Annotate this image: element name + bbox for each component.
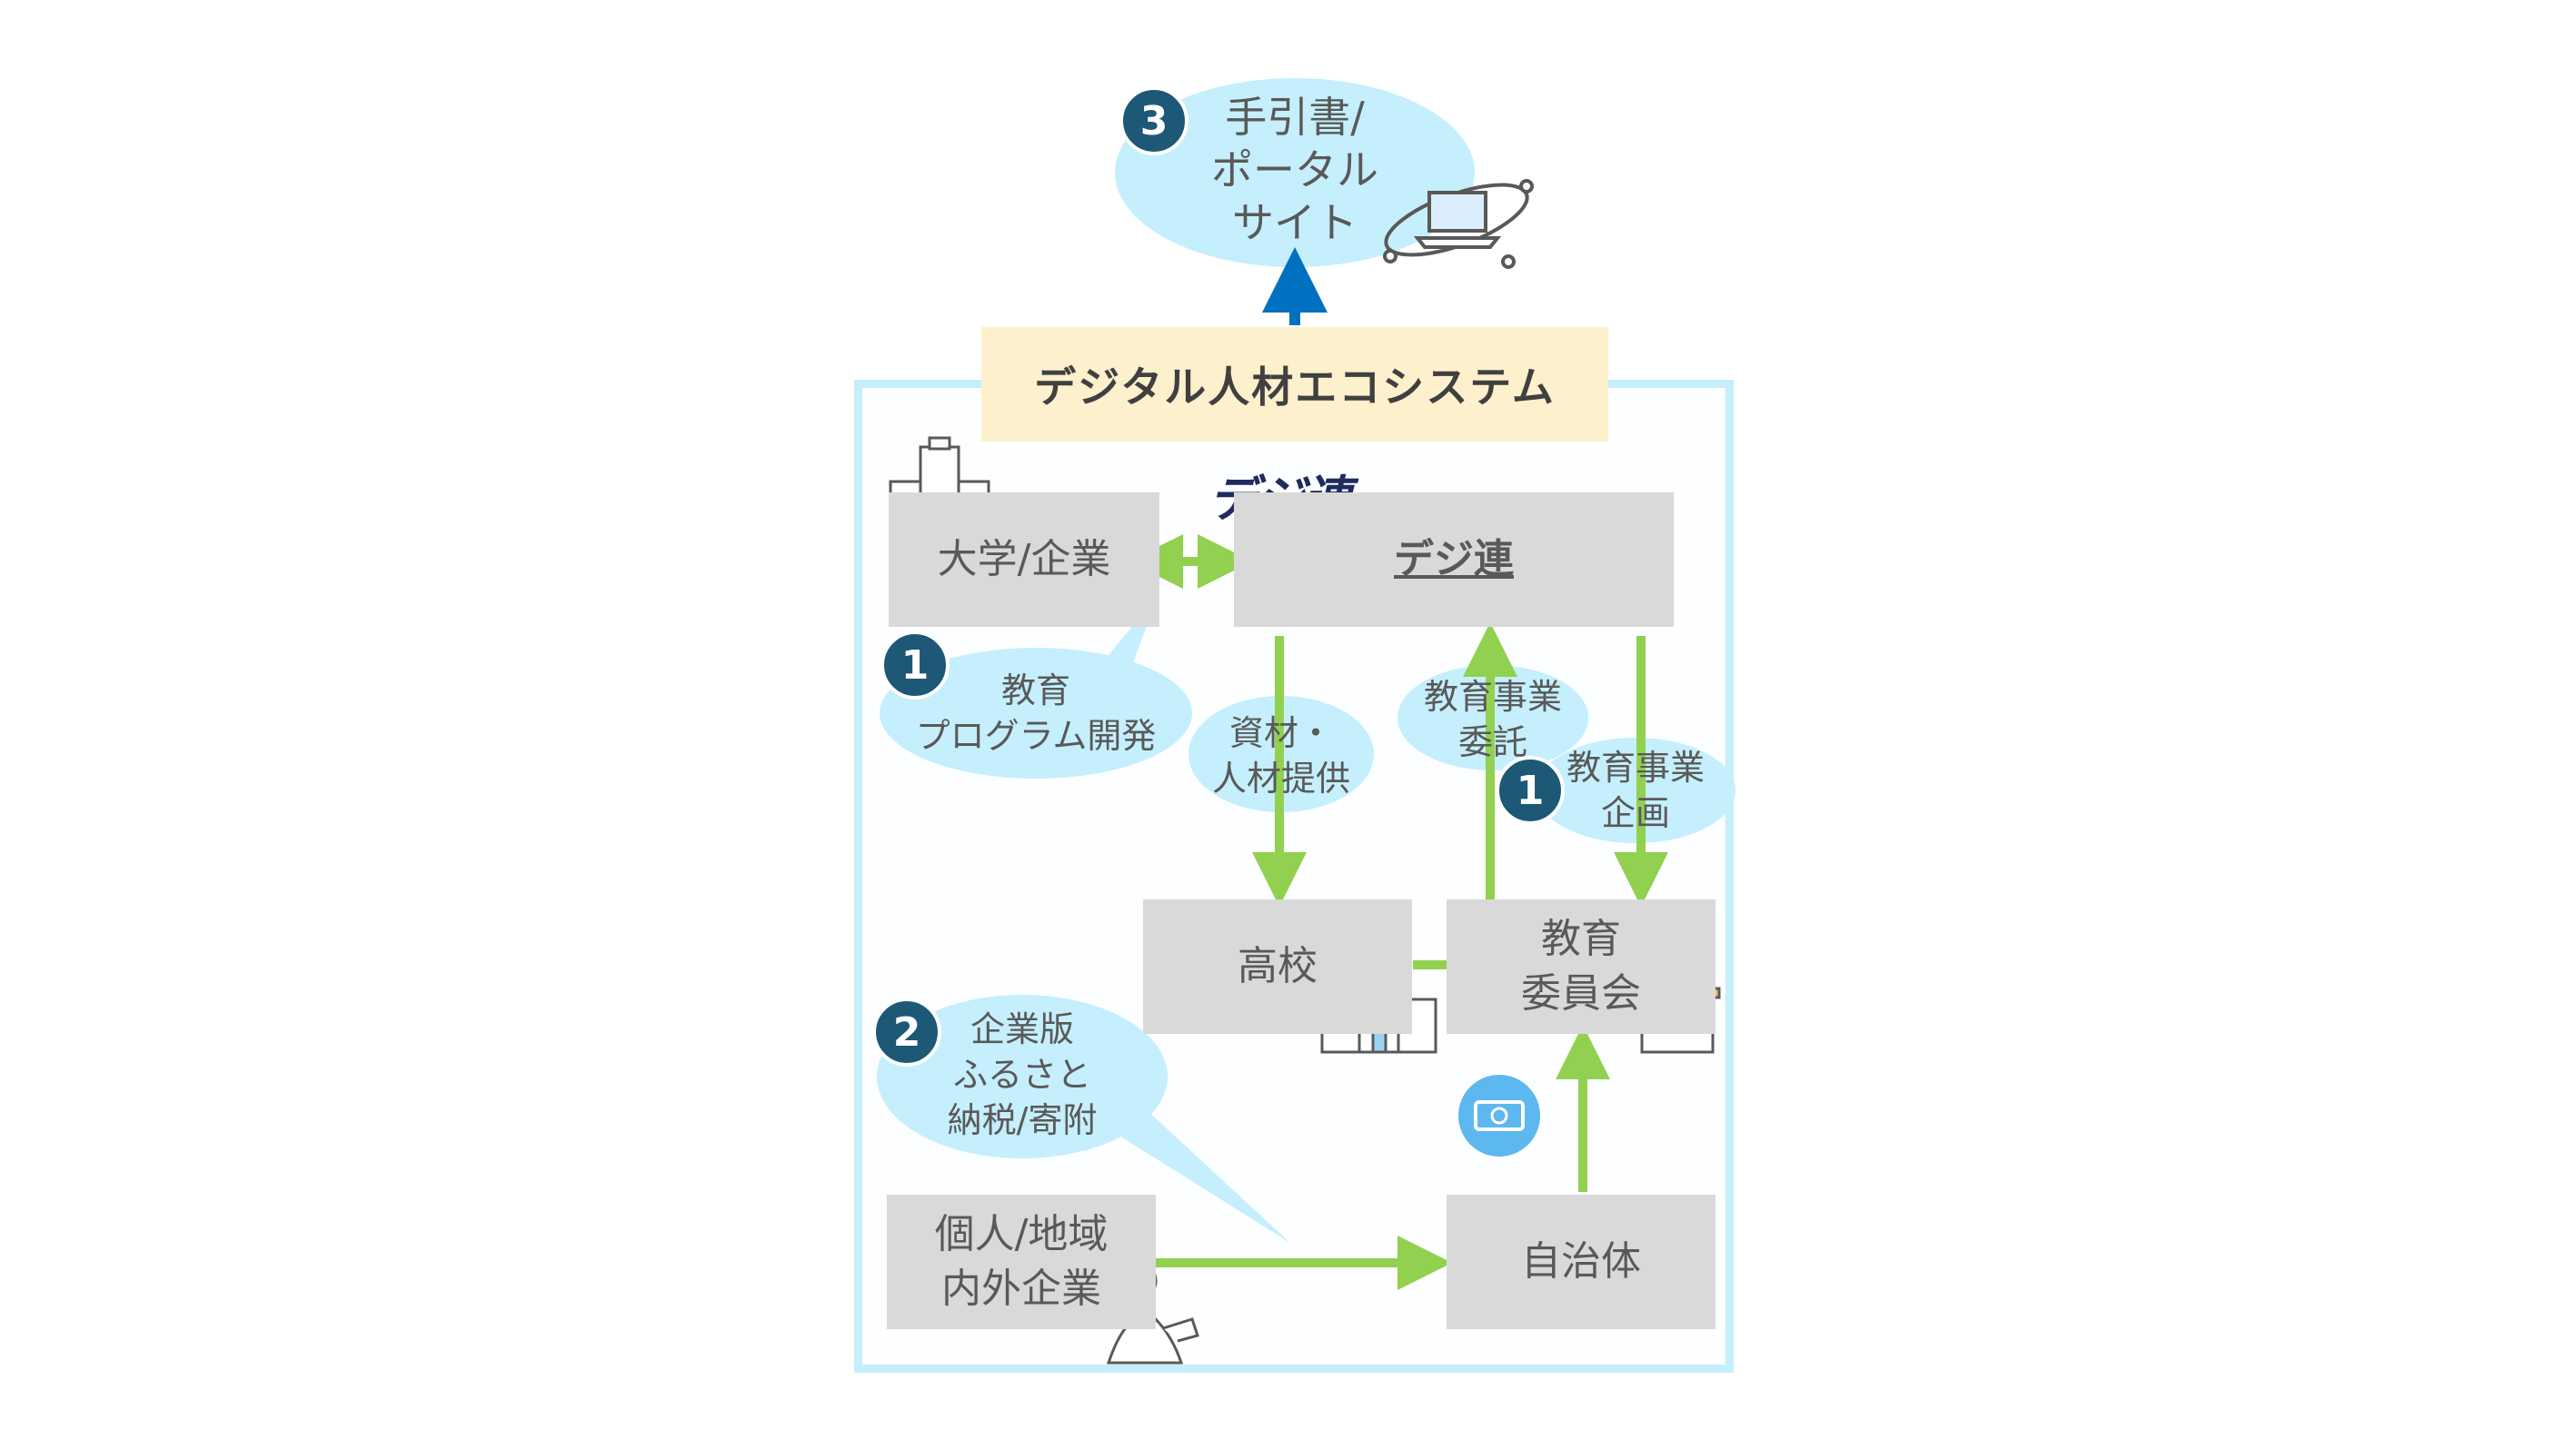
board-line1: 教育 xyxy=(1541,916,1621,962)
digiren-box: デジ連 xyxy=(1234,492,1674,627)
program-label: 教育 プログラム開発 xyxy=(900,668,1172,759)
laptop-orbit-icon xyxy=(1383,179,1534,269)
badge-3: 3 xyxy=(1119,86,1189,155)
portal-bubble xyxy=(1115,78,1475,267)
portal-line1: 手引書/ xyxy=(1225,93,1365,142)
badge-1-planning: 1 xyxy=(1496,756,1565,825)
donation-bubble xyxy=(877,995,1168,1158)
donation-line1: 企業版 xyxy=(970,1009,1074,1049)
badge-1-program: 1 xyxy=(880,631,950,700)
board-box: 教育 委員会 xyxy=(1447,899,1716,1034)
commission-line2: 委託 xyxy=(1457,722,1527,762)
individual-line2: 内外企業 xyxy=(941,1266,1101,1312)
planning-line1: 教育事業 xyxy=(1566,748,1705,788)
materials-line2: 人材提供 xyxy=(1211,759,1350,799)
highschool-box: 高校 xyxy=(1143,899,1412,1034)
planning-line2: 企画 xyxy=(1600,793,1670,833)
materials-label: 資材・ 人材提供 xyxy=(1190,710,1372,801)
municipality-box: 自治体 xyxy=(1447,1195,1716,1329)
donation-line2: ふるさと xyxy=(952,1055,1091,1095)
donation-line3: 納税/寄附 xyxy=(947,1100,1098,1140)
individual-box: 個人/地域 内外企業 xyxy=(887,1195,1156,1329)
badge-2: 2 xyxy=(872,998,941,1067)
portal-line2: ポータル xyxy=(1211,145,1378,194)
donation-bubble-tail xyxy=(1090,1108,1290,1243)
planning-label: 教育事業 企画 xyxy=(1545,745,1726,836)
individual-line1: 個人/地域 xyxy=(934,1211,1109,1257)
portal-line3: サイト xyxy=(1232,198,1358,247)
ecosystem-title: デジタル人材エコシステム xyxy=(981,327,1608,442)
university-box: 大学/企業 xyxy=(889,492,1159,627)
program-bubble xyxy=(880,648,1192,779)
commission-label: 教育事業 委託 xyxy=(1402,674,1584,765)
commission-line1: 教育事業 xyxy=(1423,677,1562,717)
planning-bubble xyxy=(1536,738,1736,843)
portal-label: 手引書/ ポータル サイト xyxy=(1190,91,1399,249)
program-line1: 教育 xyxy=(1000,670,1070,710)
donation-label: 企業版 ふるさと 納税/寄附 xyxy=(922,1007,1122,1143)
money-icon xyxy=(1458,1075,1540,1157)
program-line2: プログラム開発 xyxy=(915,716,1157,756)
board-line2: 委員会 xyxy=(1521,970,1641,1017)
materials-line1: 資材・ xyxy=(1228,713,1333,753)
